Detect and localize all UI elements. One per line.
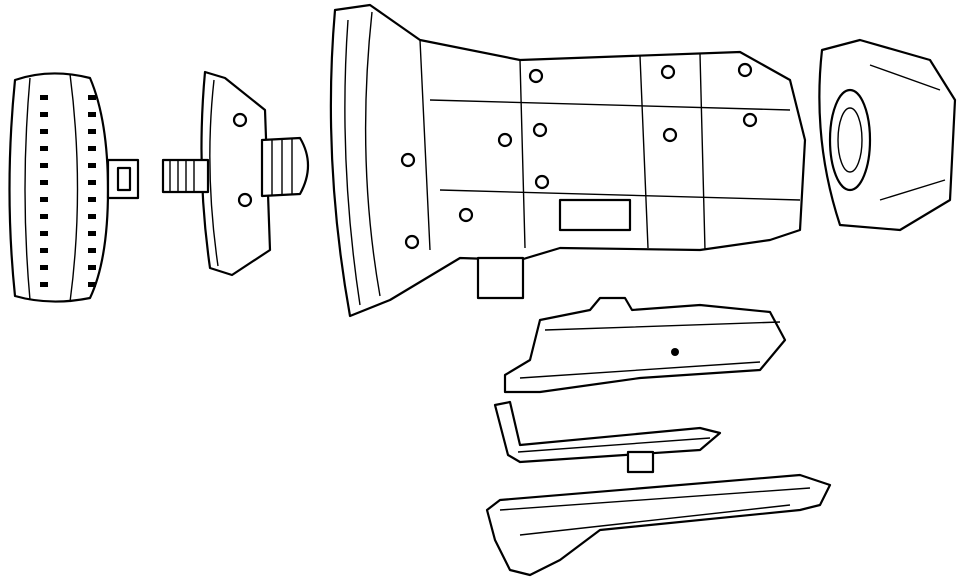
converter-rib xyxy=(40,180,48,185)
bolt-boss xyxy=(528,68,544,84)
bolt-boss xyxy=(742,112,758,128)
converter-rib xyxy=(88,265,96,270)
converter-rib xyxy=(40,163,48,168)
converter-rib xyxy=(40,265,48,270)
converter-rib xyxy=(40,248,48,253)
bolt-boss xyxy=(662,127,678,143)
converter-rib xyxy=(88,231,96,236)
converter-rib xyxy=(88,197,96,202)
converter-rib xyxy=(40,214,48,219)
bolt-boss xyxy=(534,174,550,190)
bolt-boss xyxy=(497,132,513,148)
converter-rib xyxy=(88,146,96,151)
transmission-case xyxy=(329,3,807,318)
oil-pan xyxy=(485,473,832,577)
valve-body xyxy=(503,296,787,394)
torque-converter xyxy=(8,72,140,303)
converter-rib xyxy=(40,231,48,236)
bolt-boss xyxy=(737,62,753,78)
converter-rib xyxy=(40,146,48,151)
converter-rib xyxy=(40,95,48,100)
bolt-boss xyxy=(458,207,474,223)
bolt-boss xyxy=(532,122,548,138)
converter-rib xyxy=(40,129,48,134)
extension-housing xyxy=(818,38,957,232)
converter-rib xyxy=(88,95,96,100)
converter-rib xyxy=(88,163,96,168)
converter-rib xyxy=(88,180,96,185)
oil-filter xyxy=(493,400,722,474)
converter-rib xyxy=(88,129,96,134)
bolt-boss xyxy=(660,64,676,80)
converter-rib xyxy=(40,197,48,202)
bolt-boss xyxy=(404,234,420,250)
front-pump-clutch-assembly xyxy=(161,70,310,277)
converter-rib xyxy=(40,112,48,117)
converter-rib xyxy=(88,248,96,253)
bolt-boss xyxy=(400,152,416,168)
converter-rib xyxy=(40,282,48,287)
converter-rib xyxy=(88,214,96,219)
converter-rib xyxy=(88,112,96,117)
converter-rib xyxy=(88,282,96,287)
